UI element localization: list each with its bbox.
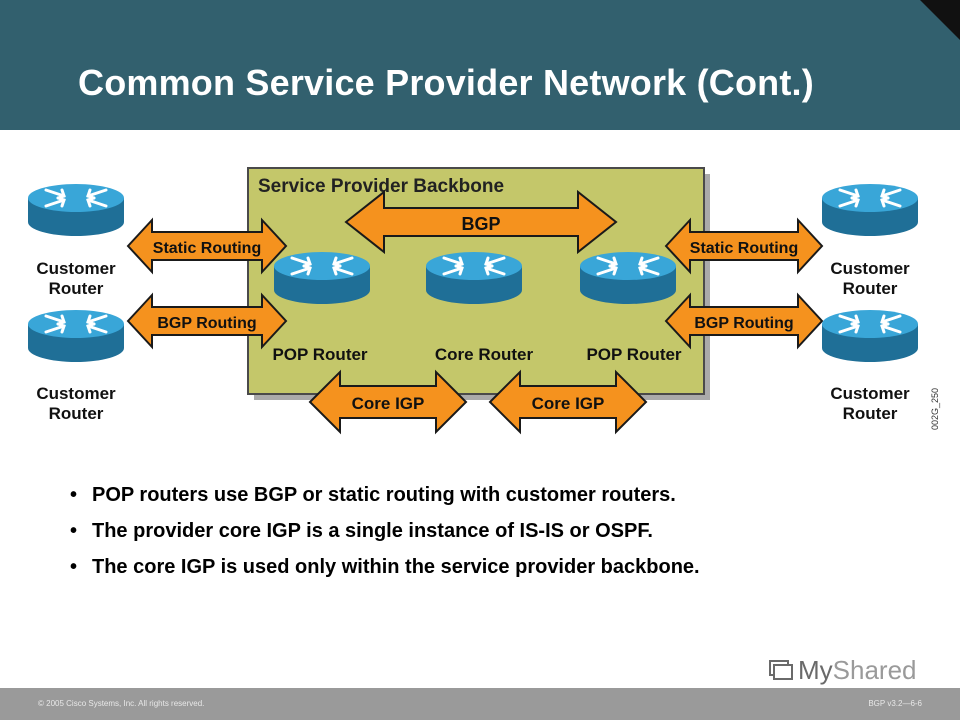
bullet-item: • The provider core IGP is a single insta… — [70, 518, 700, 554]
static-routing-arrow-left — [126, 217, 288, 275]
customer-router-left-top-icon — [26, 182, 126, 238]
core-router-icon — [424, 250, 524, 306]
watermark-part2: Shared — [832, 655, 917, 685]
customer-router-left-bottom-label-1: Customer — [36, 384, 116, 403]
bullet-text: The core IGP is used only within the ser… — [92, 556, 700, 578]
pop-router-left-icon — [272, 250, 372, 306]
bullet-dot-icon: • — [70, 556, 78, 578]
core-igp-label-right: Core IGP — [532, 394, 605, 413]
network-diagram: Service Provider Backbone BGP Static Rou… — [26, 167, 940, 435]
bgp-routing-label-left: BGP Routing — [157, 315, 256, 332]
bgp-arrow — [344, 189, 618, 255]
slide-header: Common Service Provider Network (Cont.) — [0, 0, 960, 130]
customer-router-right-bottom-icon — [820, 308, 920, 364]
bgp-arrow-label: BGP — [461, 214, 500, 234]
customer-router-left-top-label-1: Customer — [36, 259, 116, 278]
course-code: BGP v3.2—6-6 — [868, 699, 922, 708]
static-routing-label-left: Static Routing — [153, 240, 261, 257]
bullet-dot-icon: • — [70, 484, 78, 506]
figure-code: 002G_250 — [930, 388, 940, 430]
customer-router-right-top-icon — [820, 182, 920, 238]
bullet-dot-icon: • — [70, 520, 78, 542]
pop-router-left-label: POP Router — [272, 345, 367, 364]
pop-router-right-icon — [578, 250, 678, 306]
bullet-list: • POP routers use BGP or static routing w… — [70, 482, 700, 590]
header-corner-accent — [920, 0, 960, 40]
customer-router-right-bottom-label-2: Router — [843, 404, 898, 423]
core-router-label: Core Router — [435, 345, 534, 364]
myshared-logo-icon — [769, 660, 793, 680]
customer-router-left-bottom-label-2: Router — [49, 404, 104, 423]
static-routing-label-right: Static Routing — [690, 240, 798, 257]
bullet-text: The provider core IGP is a single instan… — [92, 520, 653, 542]
bgp-routing-label-right: BGP Routing — [694, 315, 793, 332]
backbone-label: Service Provider Backbone — [258, 176, 504, 197]
bullet-item: • The core IGP is used only within the se… — [70, 554, 700, 590]
watermark-part1: My — [798, 655, 833, 685]
customer-router-right-top-label-2: Router — [843, 279, 898, 298]
myshared-watermark: MyShared — [768, 655, 917, 686]
customer-router-right-bottom-label-1: Customer — [830, 384, 910, 403]
pop-router-right-label: POP Router — [586, 345, 681, 364]
core-igp-label-left: Core IGP — [352, 394, 425, 413]
bullet-item: • POP routers use BGP or static routing w… — [70, 482, 700, 518]
core-igp-arrow-left — [308, 369, 468, 435]
bgp-routing-arrow-left — [126, 292, 288, 350]
copyright-text: © 2005 Cisco Systems, Inc. All rights re… — [38, 699, 205, 708]
slide-title: Common Service Provider Network (Cont.) — [78, 62, 814, 103]
core-igp-arrow-right — [488, 369, 648, 435]
bgp-routing-arrow-right — [664, 292, 824, 350]
customer-router-right-top-label-1: Customer — [830, 259, 910, 278]
customer-router-left-bottom-icon — [26, 308, 126, 364]
slide-footer: © 2005 Cisco Systems, Inc. All rights re… — [0, 688, 960, 720]
bullet-text: POP routers use BGP or static routing wi… — [92, 484, 676, 506]
customer-router-left-top-label-2: Router — [49, 279, 104, 298]
static-routing-arrow-right — [664, 217, 824, 275]
